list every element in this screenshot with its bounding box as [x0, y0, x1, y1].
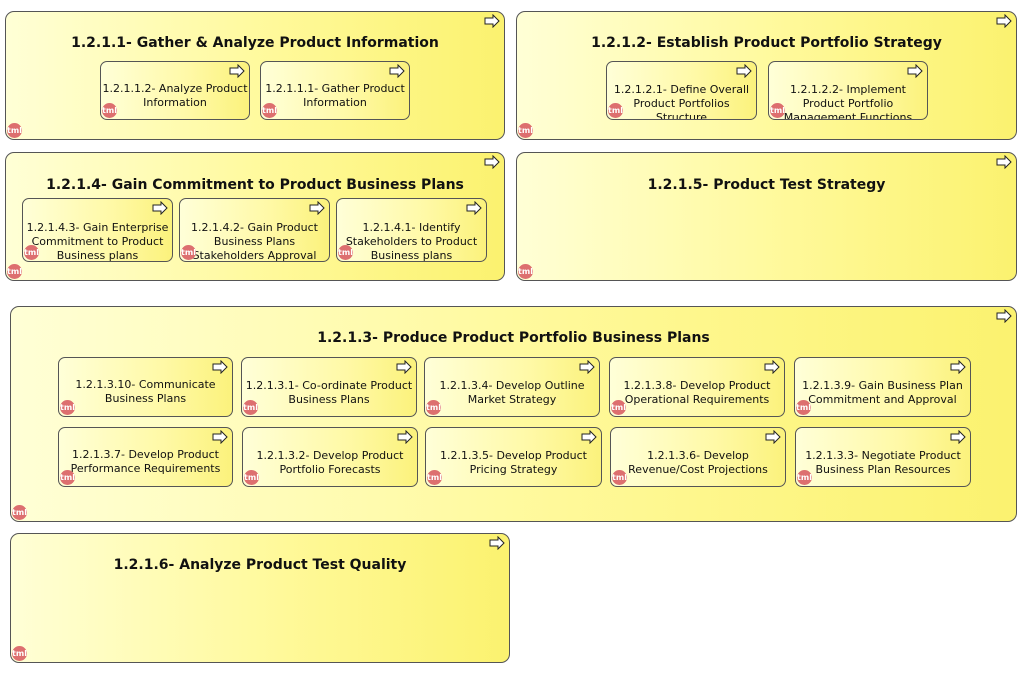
process-arrow-icon [765, 430, 781, 444]
process-develop-product-pricing-strategy[interactable]: 1.2.1.3.5- Develop Product Pricing Strat… [425, 427, 602, 487]
process-arrow-icon [212, 430, 228, 444]
process-label: 1.2.1.2.1- Define Overall Product Portfo… [613, 83, 750, 120]
group-title: 1.2.1.5- Product Test Strategy [647, 177, 886, 193]
process-arrow-icon [229, 64, 245, 78]
process-label: 1.2.1.3.7- Develop Product Performance R… [70, 448, 221, 475]
tml-badge-icon: tml [608, 103, 623, 118]
process-arrow-icon [579, 360, 595, 374]
process-arrow-icon [907, 64, 923, 78]
process-arrow-icon [950, 430, 966, 444]
process-label: 1.2.1.3.2- Develop Product Portfolio For… [256, 449, 404, 476]
group-produce-product-portfolio-business-plans[interactable]: 1.2.1.3- Produce Product Portfolio Busin… [10, 306, 1017, 522]
process-negotiate-product-business-plan-resources[interactable]: 1.2.1.3.3- Negotiate Product Business Pl… [795, 427, 971, 487]
tml-badge-icon: tml [796, 400, 811, 415]
process-arrow-icon [996, 309, 1012, 323]
process-arrow-icon [309, 201, 325, 215]
group-title: 1.2.1.4- Gain Commitment to Product Busi… [46, 177, 464, 193]
process-label: 1.2.1.3.6- Develop Revenue/Cost Projecti… [628, 449, 768, 476]
process-arrow-icon [996, 155, 1012, 169]
tml-badge-icon: tml [60, 400, 75, 415]
process-arrow-icon [484, 14, 500, 28]
process-define-overall-product-portfolios-structure[interactable]: 1.2.1.2.1- Define Overall Product Portfo… [606, 61, 757, 120]
tml-badge-icon: tml [426, 400, 441, 415]
process-arrow-icon [389, 64, 405, 78]
process-gain-enterprise-commitment[interactable]: 1.2.1.4.3- Gain Enterprise Commitment to… [22, 198, 173, 262]
tml-badge-icon: tml [244, 470, 259, 485]
process-arrow-icon [996, 14, 1012, 28]
process-label: 1.2.1.3.8- Develop Product Operational R… [623, 379, 771, 406]
process-label: 1.2.1.4.2- Gain Product Business Plans S… [191, 221, 318, 262]
tml-badge-icon: tml [427, 470, 442, 485]
tml-badge-icon: tml [797, 470, 812, 485]
process-label: 1.2.1.3.9- Gain Business Plan Commitment… [802, 379, 963, 406]
group-gather-analyze-product-information[interactable]: 1.2.1.1- Gather & Analyze Product Inform… [5, 11, 505, 140]
process-coordinate-product-business-plans[interactable]: 1.2.1.3.1- Co-ordinate Product Business … [241, 357, 417, 417]
group-product-test-strategy[interactable]: 1.2.1.5- Product Test Strategy tml [516, 152, 1017, 281]
tml-badge-icon: tml [12, 505, 27, 520]
group-establish-product-portfolio-strategy[interactable]: 1.2.1.2- Establish Product Portfolio Str… [516, 11, 1017, 140]
tml-badge-icon: tml [518, 264, 533, 279]
process-gain-business-plan-commitment-and-approval[interactable]: 1.2.1.3.9- Gain Business Plan Commitment… [794, 357, 971, 417]
process-gain-product-business-plans-stakeholders-approval[interactable]: 1.2.1.4.2- Gain Product Business Plans S… [179, 198, 330, 262]
group-gain-commitment-to-product-business-plans[interactable]: 1.2.1.4- Gain Commitment to Product Busi… [5, 152, 505, 281]
process-label: 1.2.1.1.1- Gather Product Information [265, 82, 405, 109]
process-arrow-icon [764, 360, 780, 374]
process-label: 1.2.1.3.1- Co-ordinate Product Business … [245, 379, 413, 406]
process-arrow-icon [484, 155, 500, 169]
group-analyze-product-test-quality[interactable]: 1.2.1.6- Analyze Product Test Quality tm… [10, 533, 510, 663]
process-develop-product-portfolio-forecasts[interactable]: 1.2.1.3.2- Develop Product Portfolio For… [242, 427, 418, 487]
process-arrow-icon [152, 201, 168, 215]
process-identify-stakeholders[interactable]: 1.2.1.4.1- Identify Stakeholders to Prod… [336, 198, 487, 262]
group-title: 1.2.1.6- Analyze Product Test Quality [113, 557, 407, 573]
tml-badge-icon: tml [24, 245, 39, 260]
tml-badge-icon: tml [611, 400, 626, 415]
process-label: 1.2.1.4.3- Gain Enterprise Commitment to… [26, 221, 169, 262]
process-gather-product-information[interactable]: 1.2.1.1.1- Gather Product Information tm… [260, 61, 410, 120]
process-label: 1.2.1.4.1- Identify Stakeholders to Prod… [345, 221, 478, 262]
process-analyze-product-information[interactable]: 1.2.1.1.2- Analyze Product Information t… [100, 61, 250, 120]
process-develop-product-operational-requirements[interactable]: 1.2.1.3.8- Develop Product Operational R… [609, 357, 785, 417]
group-title: 1.2.1.3- Produce Product Portfolio Busin… [317, 330, 710, 346]
process-label: 1.2.1.2.2- Implement Product Portfolio M… [783, 83, 913, 120]
tml-badge-icon: tml [338, 245, 353, 260]
tml-badge-icon: tml [7, 264, 22, 279]
process-label: 1.2.1.3.5- Develop Product Pricing Strat… [440, 449, 587, 476]
process-arrow-icon [212, 360, 228, 374]
tml-badge-icon: tml [770, 103, 785, 118]
process-arrow-icon [489, 536, 505, 550]
process-arrow-icon [466, 201, 482, 215]
process-develop-product-performance-requirements[interactable]: 1.2.1.3.7- Develop Product Performance R… [58, 427, 233, 487]
process-arrow-icon [950, 360, 966, 374]
group-title: 1.2.1.2- Establish Product Portfolio Str… [591, 35, 942, 51]
process-label: 1.2.1.3.10- Communicate Business Plans [75, 378, 216, 405]
tml-badge-icon: tml [612, 470, 627, 485]
tml-badge-icon: tml [12, 646, 27, 661]
tml-badge-icon: tml [262, 103, 277, 118]
tml-badge-icon: tml [518, 123, 533, 138]
process-label: 1.2.1.1.2- Analyze Product Information [102, 82, 248, 109]
process-arrow-icon [736, 64, 752, 78]
process-arrow-icon [397, 430, 413, 444]
process-arrow-icon [581, 430, 597, 444]
process-label: 1.2.1.3.4- Develop Outline Market Strate… [439, 379, 585, 406]
process-develop-outline-market-strategy[interactable]: 1.2.1.3.4- Develop Outline Market Strate… [424, 357, 600, 417]
process-communicate-business-plans[interactable]: 1.2.1.3.10- Communicate Business Plans t… [58, 357, 233, 417]
process-label: 1.2.1.3.3- Negotiate Product Business Pl… [805, 449, 961, 476]
tml-badge-icon: tml [60, 470, 75, 485]
process-arrow-icon [396, 360, 412, 374]
process-develop-revenue-cost-projections[interactable]: 1.2.1.3.6- Develop Revenue/Cost Projecti… [610, 427, 786, 487]
tml-badge-icon: tml [7, 123, 22, 138]
tml-badge-icon: tml [181, 245, 196, 260]
tml-badge-icon: tml [102, 103, 117, 118]
process-implement-product-portfolio-management-functions[interactable]: 1.2.1.2.2- Implement Product Portfolio M… [768, 61, 928, 120]
group-title: 1.2.1.1- Gather & Analyze Product Inform… [71, 35, 439, 51]
tml-badge-icon: tml [243, 400, 258, 415]
